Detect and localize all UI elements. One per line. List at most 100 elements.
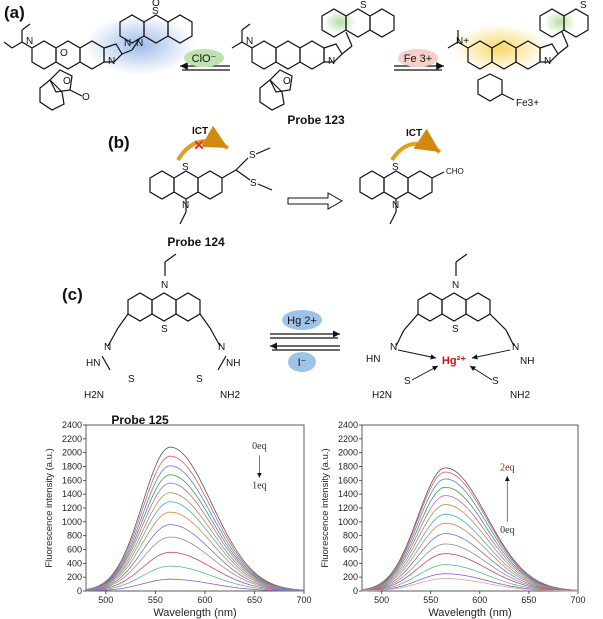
x-tick-label: 650 (521, 595, 536, 605)
hg-reagent-text: Hg 2+ (287, 315, 317, 327)
y-tick-label: 1000 (338, 517, 358, 527)
atom-n-125: N (161, 280, 168, 291)
y-tick-label: 1600 (338, 475, 358, 485)
atom-n-left: N (26, 36, 33, 47)
x-axis-label: Wavelength (nm) (153, 607, 236, 619)
y-tick-label: 1800 (338, 462, 358, 472)
spectrum-curve (85, 501, 305, 591)
atom-s-124: S (182, 162, 189, 173)
annotation-end: 1eq (252, 481, 266, 492)
atom-n-right-complex: N (512, 342, 519, 353)
spectrum-curve (85, 565, 305, 592)
spectrum-curve (361, 471, 579, 591)
y-tick-label: 2200 (338, 434, 358, 444)
plot-frame (85, 424, 305, 592)
y-tick-label: 2400 (62, 420, 82, 430)
green-glow-right (544, 10, 576, 34)
y-tick-label: 1000 (62, 517, 82, 527)
spectrum-curve (85, 465, 305, 591)
y-tick-label: 2000 (338, 448, 358, 458)
x-tick-label: 500 (374, 595, 389, 605)
y-tick-label: 0 (353, 586, 358, 596)
y-tick-label: 800 (343, 531, 358, 541)
y-tick-label: 2400 (338, 420, 358, 430)
spectrum-curve (85, 551, 305, 592)
panel-b: (b) S N S S ✕ ICT Probe 124 (108, 125, 464, 249)
y-tick-label: 1800 (62, 462, 82, 472)
atom-n-imid-probe: N (328, 56, 335, 67)
clo-reagent-text: ClO⁻ (192, 53, 217, 65)
atom-n-imid-right: N (544, 56, 551, 67)
atom-s-thiourea-l: S (128, 374, 135, 385)
structure-a-left: N O O O N N S O N (3, 0, 195, 111)
atom-o-xanthene: O (60, 48, 68, 59)
atom-s-probe: S (360, 0, 367, 11)
atom-h2n-complex: H2N (372, 390, 392, 401)
x-tick-label: 700 (296, 595, 311, 605)
atom-n-right-125: N (218, 342, 225, 353)
atom-s-right: S (580, 0, 587, 11)
atom-n-124: N (182, 200, 189, 211)
panel-b-label: (b) (108, 133, 130, 152)
atom-n-ald: N (392, 200, 399, 211)
spectrum-curve (361, 553, 578, 592)
panel-c-label: (c) (62, 285, 83, 304)
spectrum-curve (85, 492, 305, 591)
spectrum-curve (85, 446, 305, 591)
y-tick-label: 400 (343, 558, 358, 568)
spectrum-curve (85, 524, 304, 591)
y-axis-label: Fluorescence intensity (a.u.) (44, 448, 55, 567)
hg-pill (282, 310, 322, 330)
fe-ion-text: Fe3+ (516, 98, 539, 109)
y-tick-label: 1200 (338, 503, 358, 513)
structure-probe-125: N S N N HN NH S S H2N NH2 Probe 125 (84, 253, 240, 427)
y-tick-label: 200 (343, 572, 358, 582)
ict-arrow-active (390, 128, 442, 162)
spectrum-curve (361, 478, 579, 591)
reversible-arrows-c: Hg 2+ I⁻ (270, 310, 340, 372)
atom-o-lactone-probe: O (283, 76, 291, 87)
probe-124-label: Probe 124 (167, 235, 225, 249)
y-tick-label: 200 (67, 572, 82, 582)
atom-s-thio1: S (249, 150, 256, 161)
cho-group: CHO (446, 167, 464, 176)
x-tick-label: 600 (472, 595, 487, 605)
green-glow (324, 10, 356, 34)
annotation-start: 0eq (252, 441, 266, 452)
atom-s-thiourea-r: S (196, 374, 203, 385)
atom-nh2-complex: NH2 (510, 390, 530, 401)
spectrum-curve (85, 511, 304, 591)
clo-pill (184, 49, 224, 67)
panel-a: (a) N O O O (3, 0, 589, 127)
y-tick-label: 800 (67, 531, 82, 541)
atom-n-chain: N (124, 38, 131, 49)
y-tick-label: 1400 (338, 489, 358, 499)
fe-reagent-text: Fe 3+ (404, 53, 432, 65)
atom-nh-complex: NH (520, 356, 534, 367)
atom-s-left-complex: S (404, 376, 411, 387)
structure-probe-124: S N S S ✕ ICT Probe 124 (149, 125, 273, 249)
probe-125-label: Probe 125 (111, 413, 169, 427)
atom-n-phenothiazine: N (136, 38, 143, 49)
panel-c: (c) N S N N HN NH S S H2N NH2 Probe 125 (62, 253, 534, 427)
atom-nh-125: NH (226, 358, 240, 369)
y-tick-label: 600 (343, 545, 358, 555)
atom-nplus: N+ (456, 36, 469, 47)
atom-hn-complex: HN (366, 354, 380, 365)
atom-n-imidazole: N (108, 56, 115, 67)
spectrum-curve (361, 504, 579, 591)
x-tick-label: 600 (197, 595, 212, 605)
atom-s-ald: S (392, 162, 399, 173)
ict-label-right: ICT (406, 128, 422, 139)
spectrum-curve (362, 564, 578, 592)
ict-label-left: ICT (192, 126, 208, 137)
structure-a-right: N+ N S Fe3+ (447, 0, 589, 109)
x-tick-label: 500 (98, 595, 113, 605)
y-tick-label: 400 (67, 558, 82, 568)
atom-n-left-complex: N (390, 342, 397, 353)
ict-arrow-blocked (176, 125, 229, 162)
atom-n-probe: N (246, 36, 253, 47)
